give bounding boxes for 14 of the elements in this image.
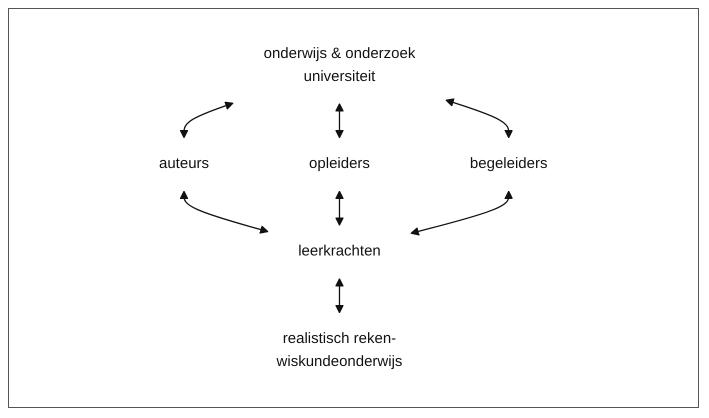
arrow xyxy=(335,190,344,226)
arrow xyxy=(446,98,514,138)
node-text: leerkrachten xyxy=(298,242,382,260)
node-text: begeleiders xyxy=(470,155,548,172)
arrow xyxy=(180,190,269,234)
arrow xyxy=(180,102,234,138)
arrow xyxy=(335,103,344,138)
node-text: auteurs xyxy=(159,155,210,172)
arrow xyxy=(410,190,514,236)
arrow xyxy=(335,278,344,314)
node-text: realistisch reken-wiskundeonderwijs xyxy=(276,330,403,370)
node-text: opleiders xyxy=(309,155,370,172)
node-text: onderwijs & onderzoek universiteit xyxy=(264,45,416,84)
diagram-frame: onderwijs & onderzoek universiteit auteurs opleiders begeleiders leerkrachten realistisch reken-wiskundeonderwijs xyxy=(8,8,699,408)
